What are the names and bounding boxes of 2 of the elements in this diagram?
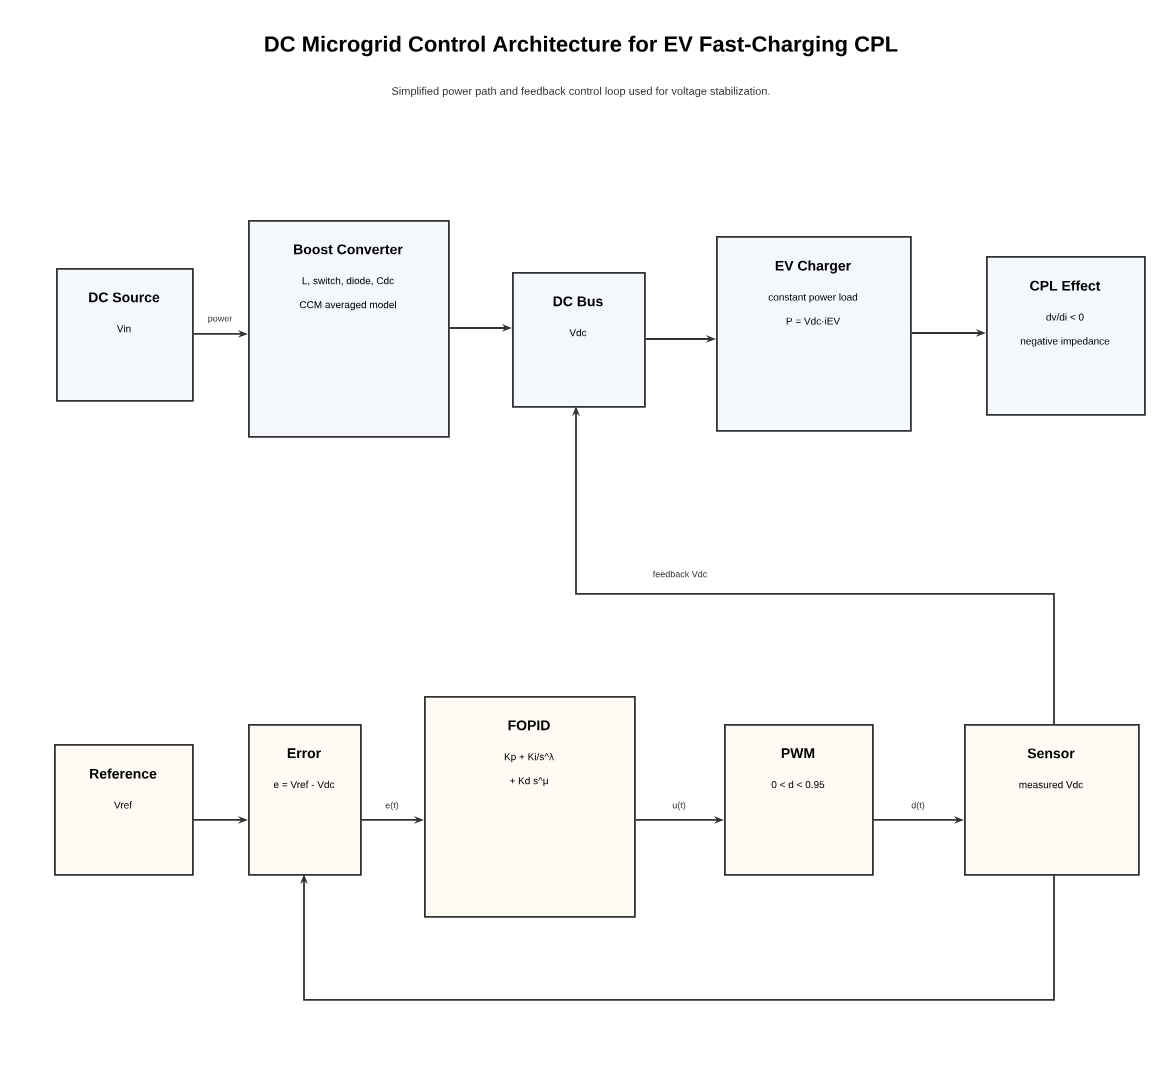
title: DC Microgrid Control Architecture for EV Fast-Charging CPL <box>265 35 898 57</box>
arrow <box>300 873 1055 1001</box>
